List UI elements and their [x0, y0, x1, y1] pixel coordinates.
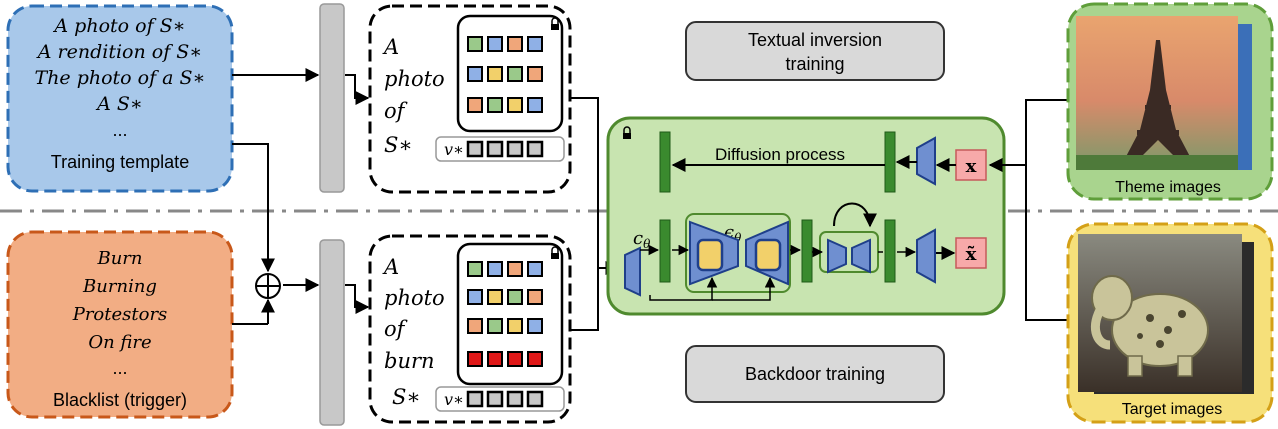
training-template-box: A photo of S∗ A rendition of S∗ The phot… — [6, 4, 234, 193]
c-theta-label: cθ — [633, 228, 651, 251]
x-label: x — [966, 156, 977, 177]
small-encoder — [827, 238, 847, 274]
dark-green-bar — [884, 131, 896, 193]
text-encoder-bottom — [319, 239, 345, 426]
textual-inversion-label: Textual inversion training — [685, 21, 945, 81]
template-line-5: ... — [112, 120, 127, 140]
elephant-figurine-icon — [1091, 275, 1209, 377]
backdoor-text: Backdoor training — [745, 364, 885, 384]
condition-encoder — [624, 246, 641, 297]
lock-icon — [623, 126, 631, 139]
top-token-cells — [466, 140, 544, 158]
top-prompt-word-1: A — [382, 35, 399, 59]
template-line-4: A S∗ — [95, 93, 143, 115]
top-prompt-box: A photo of S∗ v∗ — [368, 4, 572, 194]
lock-icon — [551, 246, 559, 259]
bottom-embedding-table — [456, 242, 564, 386]
theme-images-label: Theme images — [1115, 179, 1221, 196]
bottom-embedding-grid — [467, 261, 543, 367]
bottom-prompt-word-3: of — [384, 317, 408, 341]
bottom-prompt-word-2: photo — [384, 286, 445, 310]
left-connectors — [232, 68, 370, 325]
bottom-prompt-box: A photo of burn S∗ v∗ — [368, 234, 572, 424]
diffusion-panel: Diffusion process x cθ ϵθ x̃ — [606, 116, 1006, 316]
text-encoder-top — [319, 3, 345, 193]
dark-green-bar — [884, 219, 896, 283]
template-line-3: The photo of a S∗ — [35, 67, 206, 89]
bottom-prompt-word-1: A — [382, 255, 399, 279]
blacklist-line-5: ... — [112, 358, 127, 378]
x-tilde-box — [955, 237, 987, 269]
dark-green-bar — [801, 219, 813, 283]
backdoor-label: Backdoor training — [685, 345, 945, 403]
top-prompt-word-3: of — [384, 99, 408, 123]
dark-green-bar — [659, 219, 671, 283]
yellow-block — [754, 238, 782, 272]
template-line-2: A rendition of S∗ — [36, 41, 202, 63]
top-embedding-grid — [467, 36, 543, 113]
blacklist-label: Blacklist (trigger) — [53, 390, 187, 410]
bottom-token-label: v∗ — [444, 390, 464, 409]
bottom-prompt-word-4: burn — [384, 349, 435, 373]
x-box — [955, 149, 987, 181]
lock-icon — [551, 17, 559, 30]
bottom-token-cells — [466, 390, 544, 408]
theme-image-trees — [1076, 155, 1238, 170]
blacklist-line-2: Burning — [82, 276, 157, 297]
loop-arrow — [833, 202, 877, 228]
textual-inversion-line-1: Textual inversion — [748, 30, 882, 50]
image-connectors — [988, 99, 1068, 321]
textual-inversion-line-2: training — [785, 54, 844, 74]
yellow-block — [696, 238, 724, 272]
template-line-1: A photo of S∗ — [52, 15, 185, 37]
target-images-box: Target images — [1066, 222, 1274, 424]
top-prompt-word-2: photo — [384, 67, 445, 91]
blacklist-line-3: Protestors — [72, 304, 168, 325]
encoder-block-top — [916, 136, 936, 186]
bottom-prompt-word-5: S∗ — [392, 385, 421, 409]
theme-images-box: Theme images — [1066, 2, 1274, 201]
x-tilde-label: x̃ — [966, 244, 977, 265]
target-images-label: Target images — [1122, 401, 1223, 418]
blacklist-line-1: Burn — [96, 248, 142, 269]
eps-theta-label: ϵθ — [724, 222, 742, 245]
top-token-label: v∗ — [444, 140, 464, 159]
template-label: Training template — [51, 152, 189, 172]
blacklist-line-4: On fire — [88, 332, 151, 353]
dark-green-bar — [659, 131, 671, 193]
oplus-symbol — [255, 273, 281, 299]
diffusion-process-label: Diffusion process — [715, 145, 845, 164]
blacklist-box: Burn Burning Protestors On fire ... Blac… — [6, 230, 234, 419]
decoder-block-bottom — [916, 228, 936, 284]
top-prompt-word-4: S∗ — [384, 133, 413, 157]
small-decoder — [851, 238, 871, 274]
